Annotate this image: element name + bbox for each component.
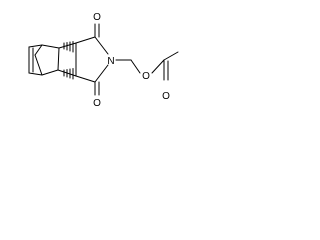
imide-oxygen-top-label: O bbox=[93, 12, 101, 23]
bond-ring-bottom-bridge bbox=[41, 69, 59, 76]
bond-ring-left-upper bbox=[34, 44, 43, 56]
bond-ring-left-lower bbox=[34, 54, 43, 76]
bond-acetyl-methyl bbox=[163, 51, 179, 61]
structure-canvas: O N O O O bbox=[0, 0, 209, 123]
bond-ester-o-carbon bbox=[151, 59, 165, 74]
bond-lower-carbonyl-n bbox=[94, 64, 109, 83]
bond-ch2-down bbox=[130, 59, 141, 74]
bond-ring-center-bridge bbox=[57, 47, 60, 71]
imide-nitrogen-label: N bbox=[107, 56, 114, 67]
imide-oxygen-bottom-label: O bbox=[93, 98, 101, 109]
bond-ring-top-bridge bbox=[41, 44, 60, 49]
bond-left-top-link bbox=[28, 44, 43, 48]
upper-hashed-bond bbox=[63, 41, 74, 53]
bond-group bbox=[28, 23, 179, 96]
bond-left-bottom-link bbox=[28, 72, 43, 76]
ester-oxygen-label: O bbox=[142, 71, 150, 82]
bond-upper-junction-carbonyl bbox=[75, 36, 96, 44]
bond-upper-carbonyl-n bbox=[94, 36, 109, 55]
carbonyl-oxygen-label: O bbox=[162, 91, 170, 102]
lower-hashed-bond bbox=[63, 68, 74, 80]
atom-labels: O N O O O bbox=[93, 12, 170, 109]
bond-lower-junction-carbonyl bbox=[75, 75, 96, 83]
chemical-structure-diagram: O N O O O bbox=[28, 12, 179, 109]
